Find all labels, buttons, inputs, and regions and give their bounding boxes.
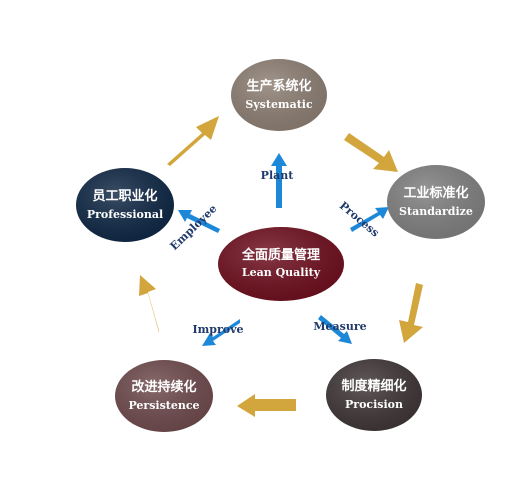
node-systematic: 生产系统化 Systematic [231, 59, 327, 131]
spoke-arrows [178, 153, 389, 346]
spoke-label-plant: Plant [261, 169, 295, 182]
gold-arrow-professional-to-systematic [167, 116, 219, 166]
spoke-label-improve: Improve [193, 323, 244, 336]
node-systematic-en: Systematic [245, 98, 313, 111]
node-standardize-en: Standardize [399, 205, 473, 218]
node-precision: 制度精细化 Procision [326, 359, 422, 431]
node-professional-zh: 员工职业化 [92, 188, 157, 204]
gold-arrow-systematic-to-standardize [344, 133, 398, 172]
node-persistence: 改进持续化 Persistence [115, 360, 213, 432]
node-precision-zh: 制度精细化 [341, 378, 406, 394]
blue-arrow-plant [271, 153, 287, 208]
center-node-en: Lean Quality [242, 266, 321, 279]
node-persistence-zh: 改进持续化 [131, 379, 196, 395]
blue-arrow-measure [318, 315, 352, 344]
node-standardize-zh: 工业标准化 [403, 185, 468, 201]
node-professional-en: Professional [87, 208, 163, 221]
gold-arrow-standardize-to-precision [399, 283, 423, 343]
blue-arrow-improve [202, 319, 240, 346]
blue-arrow-process [350, 207, 389, 232]
node-systematic-zh: 生产系统化 [246, 78, 311, 94]
node-persistence-en: Persistence [128, 399, 199, 412]
center-node: 全面质量管理 Lean Quality [218, 227, 344, 301]
node-standardize: 工业标准化 Standardize [387, 165, 485, 239]
spoke-label-measure: Measure [313, 320, 366, 333]
cycle-arrows [139, 116, 423, 417]
node-professional: 员工职业化 Professional [76, 168, 174, 242]
gold-arrow-persistence-to-professional [139, 275, 159, 333]
blue-arrow-employee [178, 210, 220, 233]
spoke-label-process: Process [337, 199, 382, 239]
node-precision-en: Procision [345, 398, 403, 411]
center-node-zh: 全面质量管理 [241, 247, 320, 263]
gold-arrow-precision-to-persistence [237, 394, 296, 417]
